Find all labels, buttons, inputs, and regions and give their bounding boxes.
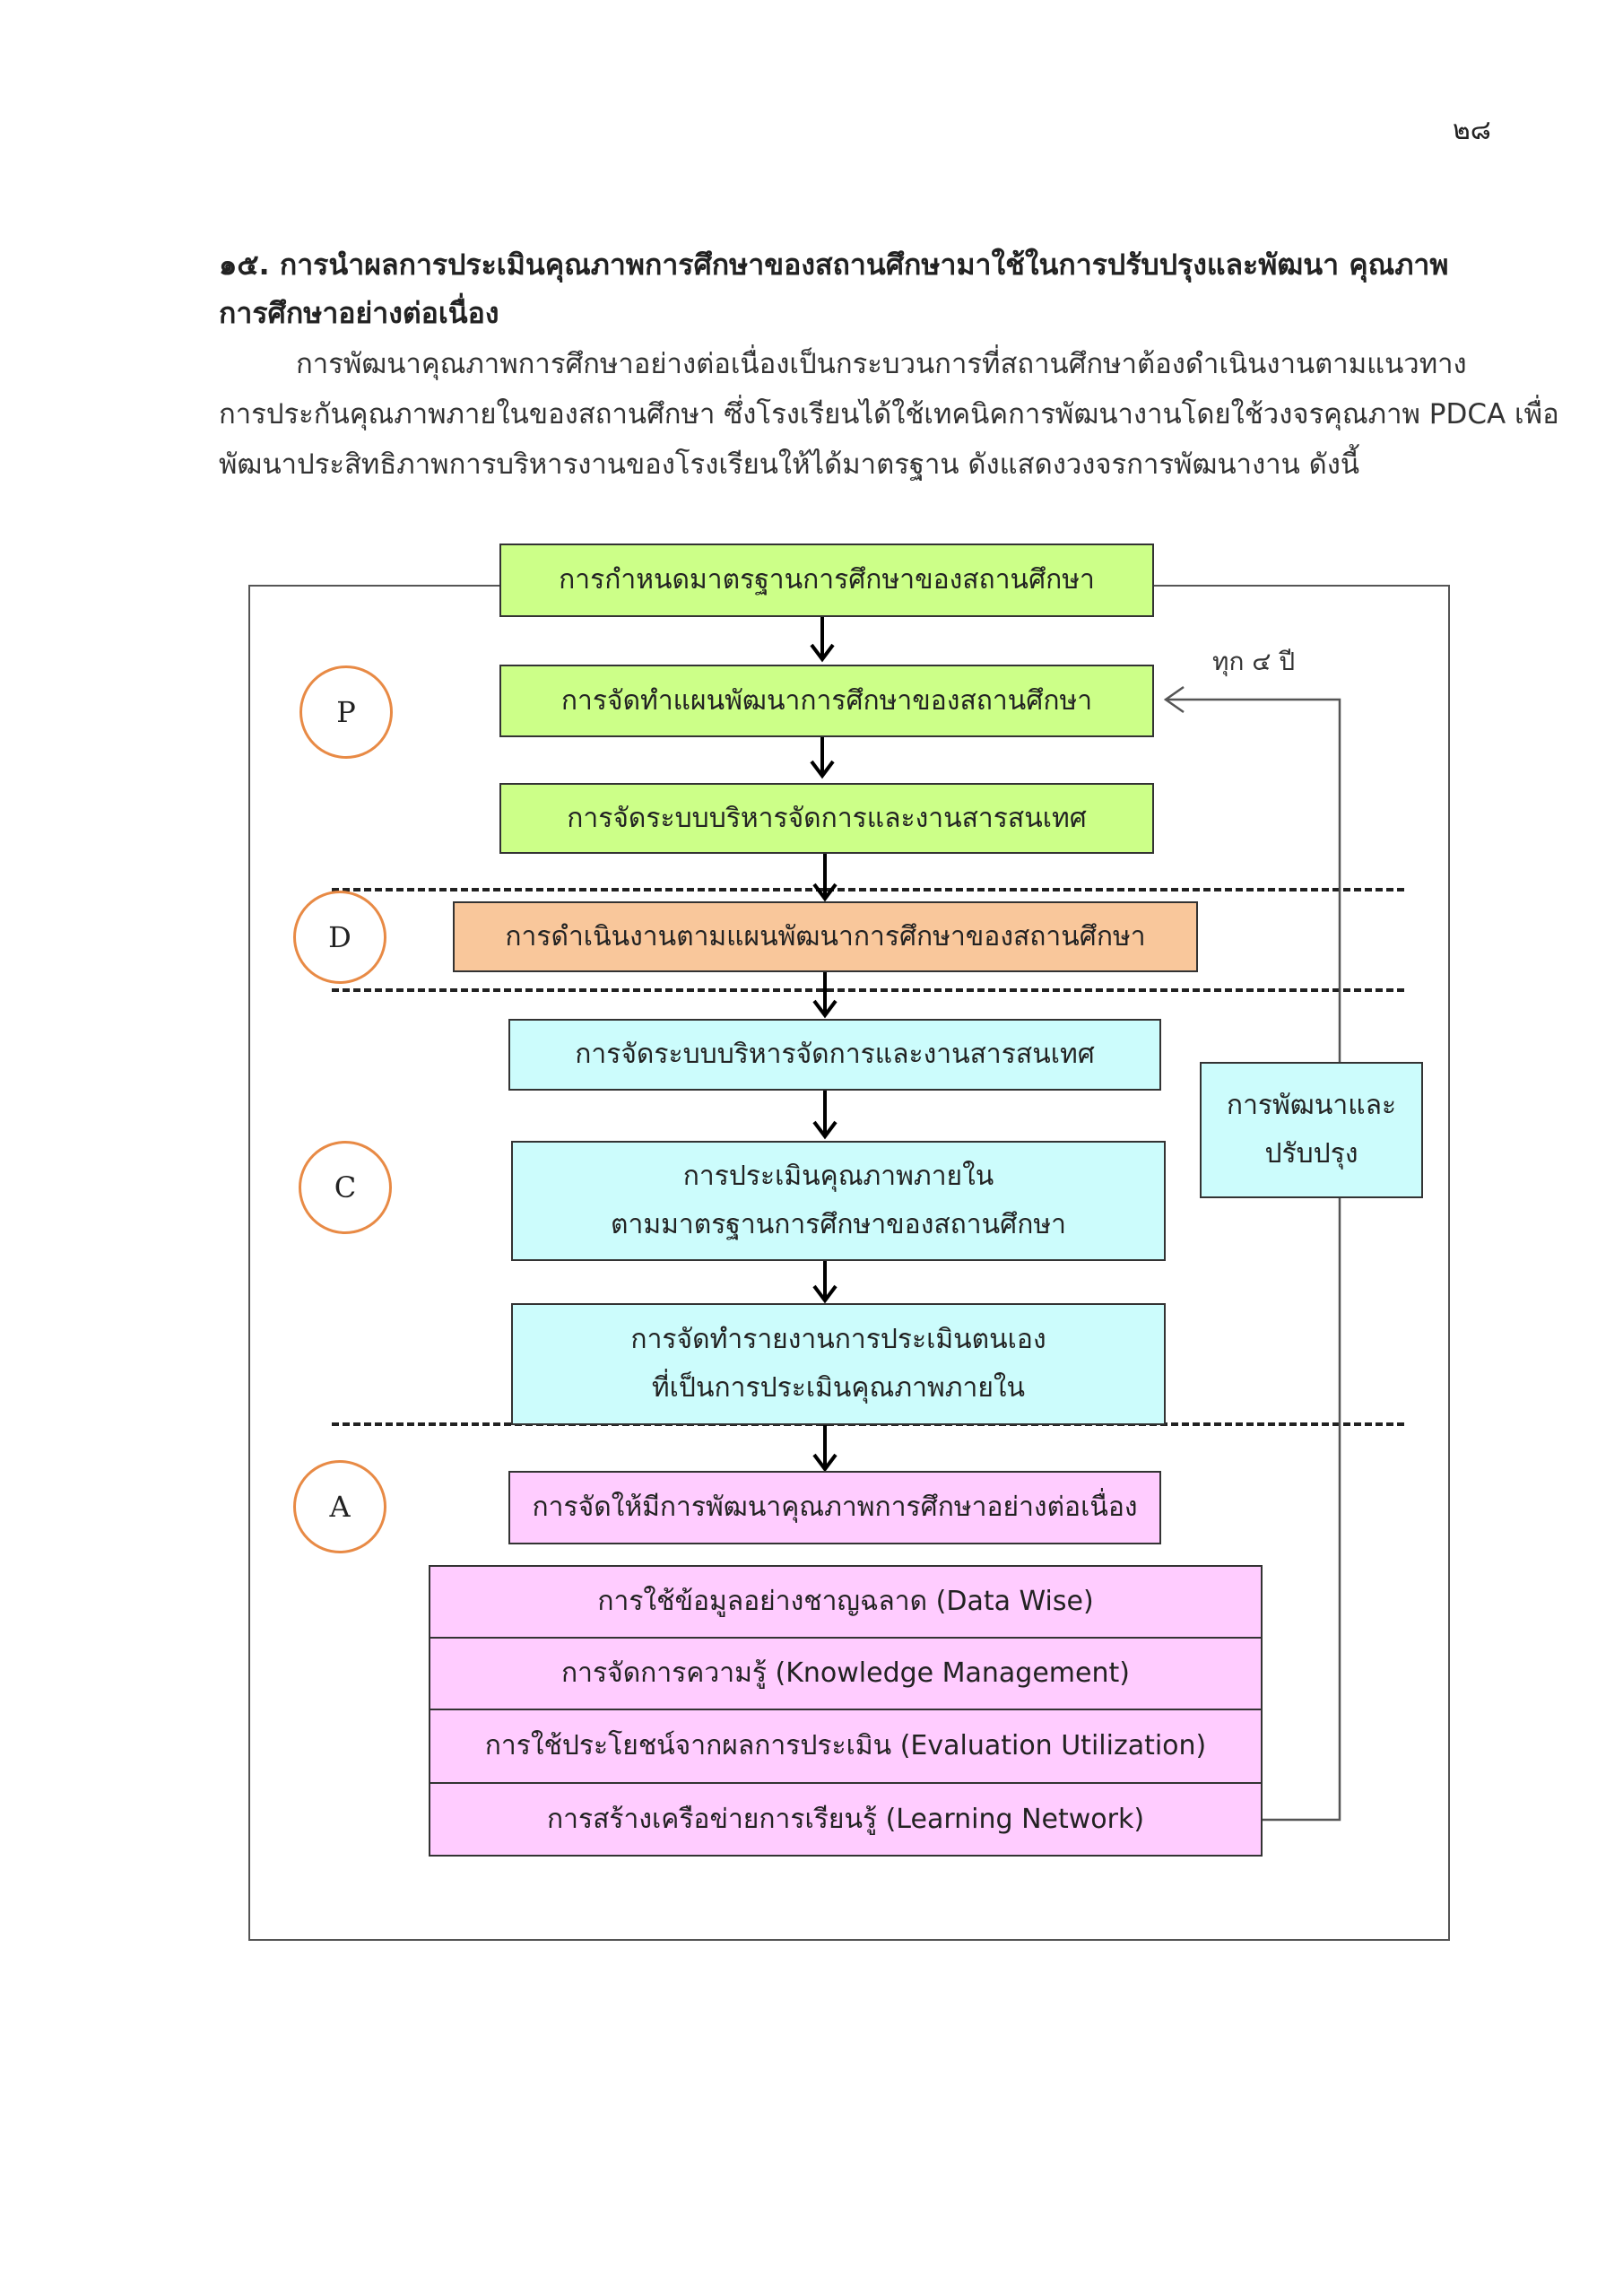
intro-paragraph: การพัฒนาคุณภาพการศึกษาอย่างต่อเนื่องเป็น… — [219, 339, 1559, 490]
heading-line-1: ๑๕. การนำผลการประเมินคุณภาพการศึกษาของสถ… — [219, 248, 1449, 282]
phase-c-circle: C — [299, 1141, 392, 1234]
section-heading: ๑๕. การนำผลการประเมินคุณภาพการศึกษาของสถ… — [219, 240, 1510, 337]
internal-assessment-line-1: การประเมินคุณภาพภายใน — [682, 1161, 994, 1192]
internal-assessment-line-2: ตามมาตรฐานการศึกษาของสถานศึกษา — [610, 1209, 1066, 1240]
separator-d-c — [332, 988, 1404, 992]
method-learning-network: การสร้างเครือข่ายการเรียนรู้ (Learning N… — [429, 1782, 1263, 1857]
arrow-head-1 — [810, 643, 835, 663]
step-continuous-development: การจัดให้มีการพัฒนาคุณภาพการศึกษาอย่างต่… — [508, 1471, 1161, 1544]
arrow-head-4 — [812, 999, 838, 1019]
step-management-system-c: การจัดระบบบริหารจัดการและงานสารสนเทศ — [508, 1019, 1161, 1091]
paragraph-line-2: การประกันคุณภาพภายในของสถานศึกษา ซึ่งโรง… — [219, 398, 1559, 430]
arrow-head-5 — [812, 1120, 838, 1140]
heading-line-2: การศึกษาอย่างต่อเนื่อง — [219, 296, 499, 330]
step-set-standards: การกำหนดมาตรฐานการศึกษาของสถานศึกษา — [499, 544, 1154, 617]
paragraph-line-1: การพัฒนาคุณภาพการศึกษาอย่างต่อเนื่องเป็น… — [296, 348, 1467, 380]
step-make-plan: การจัดทำแผนพัฒนาการศึกษาของสถานศึกษา — [499, 665, 1154, 737]
paragraph-line-3: พัฒนาประสิทธิภาพการบริหารงานของโรงเรียนใ… — [219, 448, 1360, 481]
method-evaluation-utilization: การใช้ประโยชน์จากผลการประเมิน (Evaluatio… — [429, 1709, 1263, 1784]
phase-p-circle: P — [299, 665, 393, 759]
feedback-loop — [1163, 685, 1341, 1822]
arrow-head-7 — [812, 1453, 838, 1473]
separator-p-d — [332, 888, 1404, 891]
method-knowledge-management: การจัดการความรู้ (Knowledge Management) — [429, 1637, 1263, 1710]
self-assessment-line-2: ที่เป็นการประเมินคุณภาพภายใน — [651, 1372, 1026, 1404]
phase-d-circle: D — [293, 891, 386, 984]
self-assessment-line-1: การจัดทำรายงานการประเมินตนเอง — [630, 1324, 1046, 1355]
improvement-box: การพัฒนาและ ปรับปรุง — [1200, 1062, 1423, 1198]
improvement-line-2: ปรับปรุง — [1264, 1138, 1358, 1170]
loop-lower — [1263, 1198, 1341, 1822]
loop-upper — [1166, 698, 1341, 1062]
step-self-assessment-report: การจัดทำรายงานการประเมินตนเอง ที่เป็นการ… — [511, 1303, 1166, 1425]
cycle-label: ทุก ๔ ปี — [1212, 647, 1296, 676]
step-management-system-p: การจัดระบบบริหารจัดการและงานสารสนเทศ — [499, 783, 1154, 854]
arrow-head-3 — [812, 883, 838, 902]
method-data-wise: การใช้ข้อมูลอย่างชาญฉลาด (Data Wise) — [429, 1565, 1263, 1639]
improvement-line-1: การพัฒนาและ — [1226, 1090, 1397, 1121]
step-implement-plan: การดำเนินงานตามแผนพัฒนาการศึกษาของสถานศึ… — [453, 901, 1198, 972]
phase-a-circle: A — [293, 1460, 386, 1553]
arrow-head-2 — [810, 760, 835, 779]
page-number: ๒๘ — [1453, 115, 1491, 146]
arrow-head-6 — [812, 1284, 838, 1304]
step-internal-assessment: การประเมินคุณภาพภายใน ตามมาตรฐานการศึกษา… — [511, 1141, 1166, 1261]
loop-arrow-head — [1163, 685, 1185, 714]
